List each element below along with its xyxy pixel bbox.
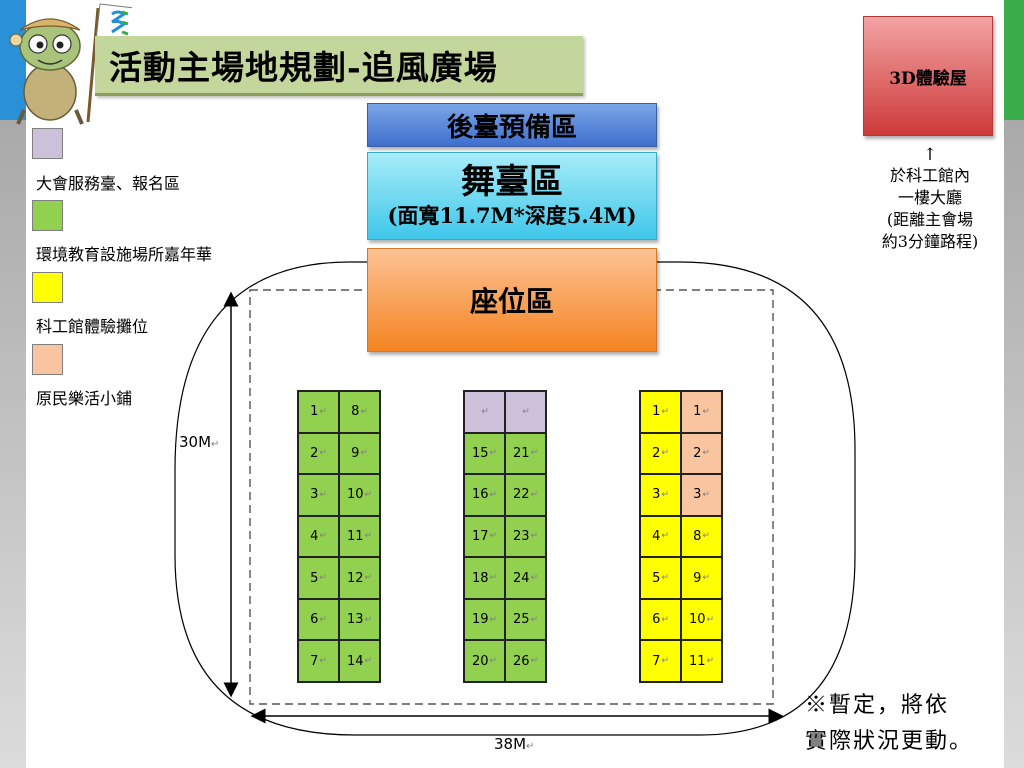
booth: ↵ (464, 391, 505, 433)
backstage-zone-label: 後臺預備區 (446, 112, 577, 143)
booth: 12↵ (339, 557, 380, 599)
booth: 3↵ (298, 474, 339, 516)
booth: 4↵ (298, 515, 339, 558)
booth: 22↵ (505, 474, 546, 516)
booth: 17↵ (464, 515, 505, 558)
tentative-note-line: ※暫定，將依 (805, 693, 950, 718)
booth-group-right: 1↵ 1↵ 2↵ 2↵ 3↵ 3↵ 4↵ 8↵ 5↵ 9↵ 6↵ 10↵ 7↵ … (639, 390, 723, 683)
legend-swatch-carnival (32, 200, 63, 231)
legend-label-carnival: 環境教育設施場所嘉年華 (36, 245, 213, 264)
plaza-boundary (174, 261, 856, 736)
note-line: 一樓大廳 (897, 188, 962, 207)
booth: 18↵ (464, 557, 505, 599)
mascot-illustration (9, 3, 132, 125)
booth: 25↵ (505, 598, 546, 641)
booth: 4↵ (640, 515, 681, 558)
booth: 3↵ (681, 474, 722, 516)
booth-group-middle: ↵ ↵ 15↵ 21↵ 16↵ 22↵ 17↵ 23↵ 18↵ 24↵ 19↵ … (463, 390, 547, 683)
width-dimension-label: 38M↵ (494, 735, 535, 753)
booth: 16↵ (464, 474, 505, 516)
experience-house-label: 3D體驗屋 (889, 68, 967, 89)
stage-zone: 舞臺區 (面寬11.7M*深度5.4M) (367, 152, 657, 240)
booth: 9↵ (339, 432, 380, 475)
booth: 8↵ (681, 515, 722, 558)
seating-zone-label: 座位區 (469, 285, 554, 318)
legend-swatch-service (32, 128, 63, 159)
note-line: 於科工館內 (889, 166, 970, 185)
booth: 1↵ (298, 391, 339, 433)
booth: 2↵ (640, 432, 681, 475)
booth: 8↵ (339, 391, 380, 433)
stage-zone-spec: (面寬11.7M*深度5.4M) (387, 203, 637, 228)
right-accent-bar (1004, 0, 1024, 120)
booth: 10↵ (681, 598, 722, 641)
seating-zone: 座位區 (367, 248, 657, 352)
experience-house-zone: 3D體驗屋 (863, 16, 993, 136)
up-arrow-icon: ↑ (922, 145, 938, 165)
booth: 2↵ (681, 432, 722, 475)
booth: 23↵ (505, 515, 546, 558)
booth: 1↵ (681, 391, 722, 433)
booth: 11↵ (339, 515, 380, 558)
right-gray-bar (1004, 120, 1024, 768)
page-title: 活動主場地規劃-追風廣場 (95, 36, 583, 96)
booth: 9↵ (681, 557, 722, 599)
booth: 6↵ (640, 598, 681, 641)
left-accent-bar (0, 0, 26, 120)
note-line: 約3分鐘路程) (881, 232, 979, 251)
note-line: (距離主會場 (886, 210, 974, 229)
booth: 24↵ (505, 557, 546, 599)
booth: 11↵ (681, 640, 722, 682)
legend-label-service: 大會服務臺、報名區 (36, 174, 181, 193)
booth: 20↵ (464, 640, 505, 682)
booth: 6↵ (298, 598, 339, 641)
tentative-note-line: 實際狀況更動。 (805, 729, 974, 754)
booth: 10↵ (339, 474, 380, 516)
booth: 21↵ (505, 432, 546, 475)
booth: 7↵ (298, 640, 339, 682)
booth: 14↵ (339, 640, 380, 682)
booth: 13↵ (339, 598, 380, 641)
booth-group-left: 1↵ 8↵ 2↵ 9↵ 3↵ 10↵ 4↵ 11↵ 5↵ 12↵ 6↵ 13↵ … (297, 390, 381, 683)
left-gray-bar (0, 120, 26, 768)
backstage-zone: 後臺預備區 (367, 103, 657, 147)
legend-swatch-indigenous (32, 344, 63, 375)
booth: 26↵ (505, 640, 546, 682)
experience-house-note: ↑ 於科工館內 一樓大廳 (距離主會場 約3分鐘路程) (860, 145, 1000, 253)
booth: 5↵ (298, 557, 339, 599)
tentative-note: ※暫定，將依 實際狀況更動。 (805, 688, 1015, 760)
legend-label-museum: 科工館體驗攤位 (36, 317, 149, 336)
height-dimension-label: 30M↵ (179, 433, 220, 451)
stage-zone-label: 舞臺區 (461, 162, 563, 202)
booth: 7↵ (640, 640, 681, 682)
booth: ↵ (505, 391, 546, 433)
booth: 2↵ (298, 432, 339, 475)
booth: 19↵ (464, 598, 505, 641)
booth: 15↵ (464, 432, 505, 475)
booth: 3↵ (640, 474, 681, 516)
legend-label-indigenous: 原民樂活小鋪 (36, 389, 133, 408)
booth: 1↵ (640, 391, 681, 433)
legend-swatch-museum (32, 272, 63, 303)
booth: 5↵ (640, 557, 681, 599)
